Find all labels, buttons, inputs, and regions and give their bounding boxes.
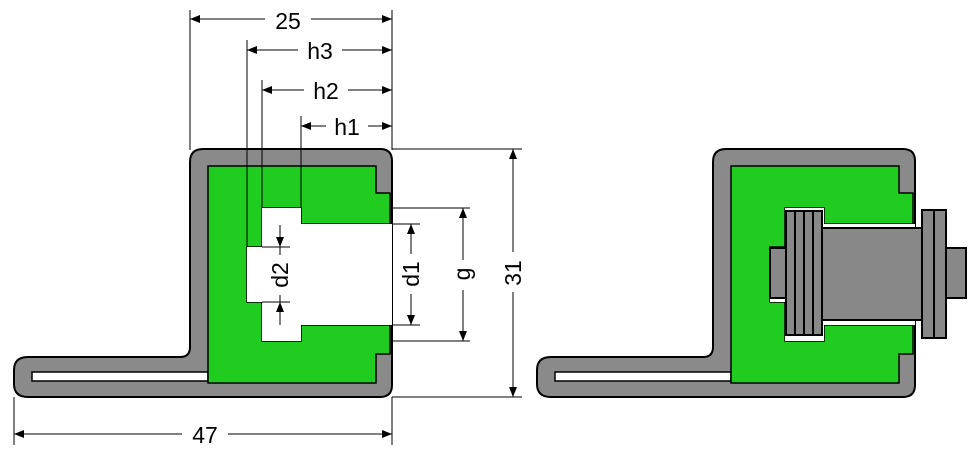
left-base-channel bbox=[31, 371, 209, 382]
dim-label-h1: h1 bbox=[334, 114, 360, 140]
dim-label-d1: d1 bbox=[398, 261, 424, 287]
roller-axle bbox=[821, 227, 923, 321]
right-profile bbox=[536, 148, 967, 398]
dim-label-h3: h3 bbox=[307, 38, 333, 64]
dim-label-25: 25 bbox=[275, 8, 301, 34]
roller bbox=[769, 209, 967, 339]
roller-end-cap bbox=[945, 247, 967, 299]
dim-label-g: g bbox=[449, 268, 475, 281]
dim-label-d2: d2 bbox=[267, 262, 293, 288]
dimensions: 25 h3 h2 h1 31 g d1 bbox=[13, 6, 526, 448]
dim-label-47: 47 bbox=[192, 422, 218, 448]
left-profile bbox=[13, 148, 393, 398]
dim-label-h2: h2 bbox=[313, 78, 339, 104]
right-base-channel bbox=[554, 371, 732, 382]
dim-label-31: 31 bbox=[500, 260, 526, 286]
